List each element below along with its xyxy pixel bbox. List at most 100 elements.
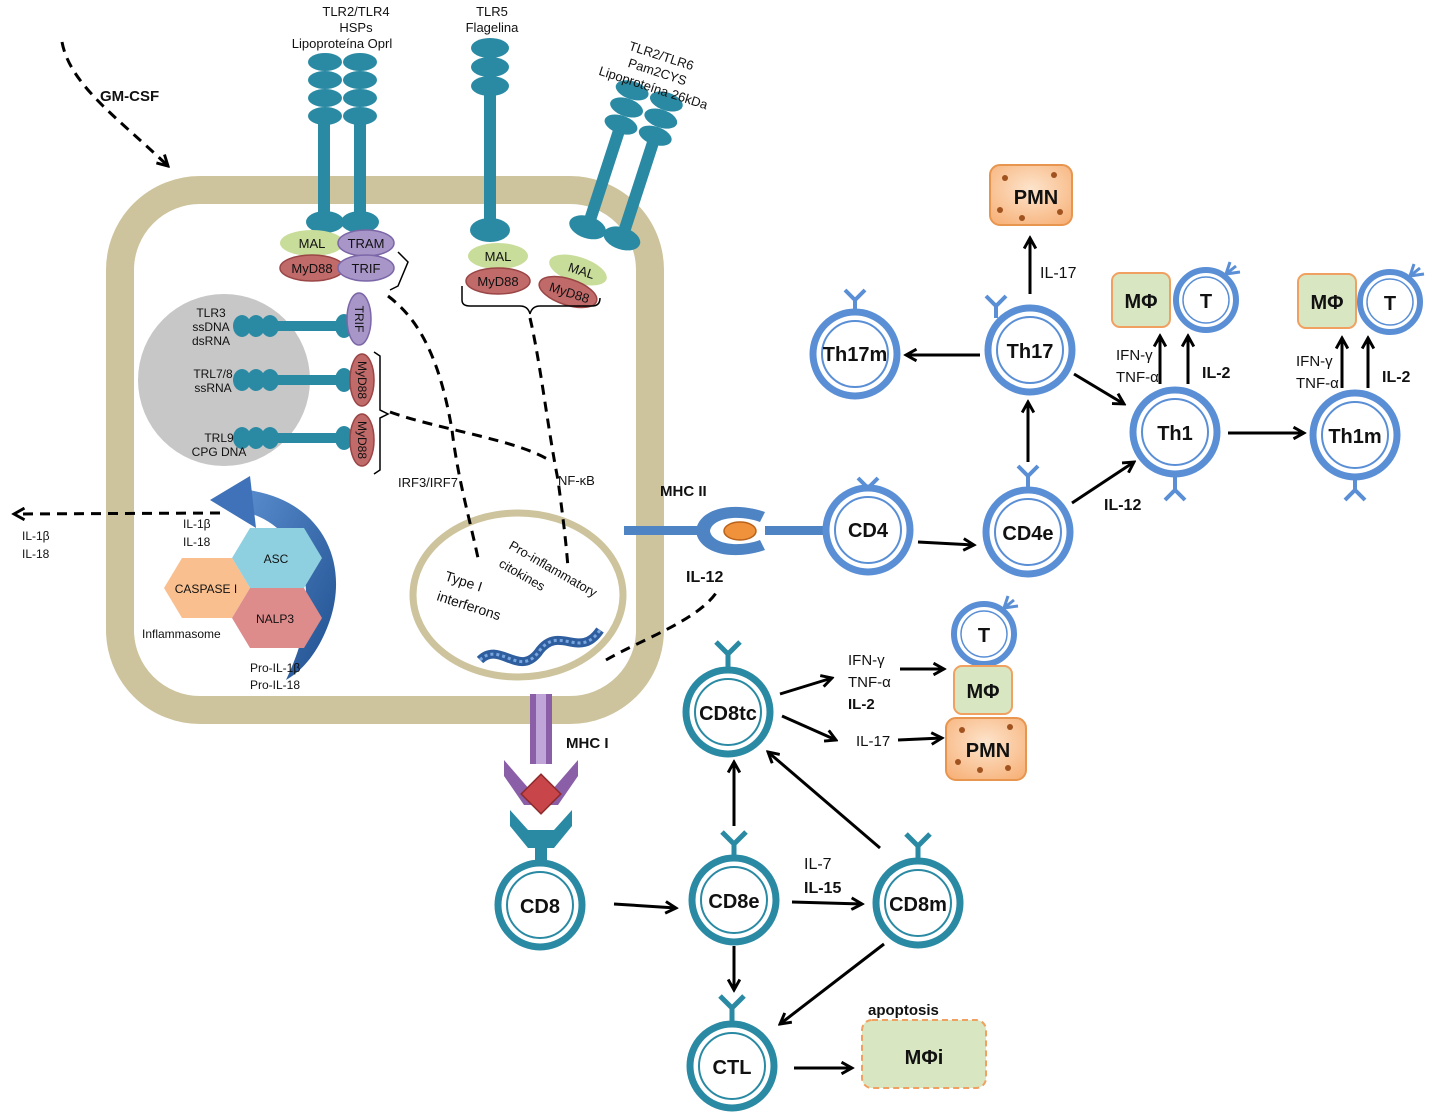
pro-il18-label: Pro-IL-18 xyxy=(250,678,300,692)
tlr9-receptor xyxy=(233,426,353,450)
curve-arrowhead xyxy=(210,476,256,528)
inflammasome-label: Inflammasome xyxy=(142,627,221,641)
tlr24-line3: Lipoproteína Oprl xyxy=(292,36,393,51)
trif-adaptor-1 xyxy=(337,254,395,282)
tlr78-line1: TRL7/8 xyxy=(193,367,233,381)
pmn-2: PMN xyxy=(945,717,1027,781)
pro-il1b-label: Pro-IL-1β xyxy=(250,661,300,675)
il12-dc-label: IL-12 xyxy=(686,569,723,586)
nucleus xyxy=(409,509,627,681)
macrophage-3: MΦ xyxy=(953,665,1013,715)
tlr5-line2: Flagelina xyxy=(466,20,520,35)
ifng-label-2: IFN-γ xyxy=(1296,353,1333,370)
th1-label: Th1 xyxy=(1157,423,1193,445)
il17-label-1: IL-17 xyxy=(1040,265,1077,282)
mhc1-antigen xyxy=(520,773,562,815)
irf-label: IRF3/IRF7 xyxy=(398,475,458,490)
t-label-3: T xyxy=(978,625,990,647)
cd4-label: CD4 xyxy=(848,520,889,542)
ctl-cell: CTL xyxy=(686,994,778,1112)
cd8e-label: CD8e xyxy=(708,891,759,913)
myd88-adaptor-5 xyxy=(349,413,375,467)
tlr3-line1: TLR3 xyxy=(196,306,226,320)
asc-label: ASC xyxy=(264,552,289,566)
bracket-1 xyxy=(389,251,409,291)
myd88-label-5: MyD88 xyxy=(355,421,369,459)
endosome xyxy=(138,294,310,466)
pmn-label-1: PMN xyxy=(1014,187,1058,209)
tram-label: TRAM xyxy=(348,236,385,251)
tnfa-label-3: TNF-α xyxy=(848,674,891,691)
tlr5-receptor xyxy=(470,38,510,242)
dendritic-cell-membrane xyxy=(106,176,664,724)
pmn-label-2: PMN xyxy=(966,740,1010,762)
myd88-adaptor-3 xyxy=(538,275,598,309)
il2-label-1: IL-2 xyxy=(1202,365,1231,382)
tlr9-line1: TRL9 xyxy=(204,431,234,445)
mal-adaptor-1 xyxy=(280,230,344,256)
cd8tc-label: CD8tc xyxy=(699,703,757,725)
mphi-label-1: MΦ xyxy=(1124,291,1157,313)
myd88-adaptor-4 xyxy=(349,353,375,407)
mal-adaptor-2 xyxy=(468,243,528,269)
mhc1-label: MHC I xyxy=(566,735,609,752)
myd88-label-4: MyD88 xyxy=(355,361,369,399)
nfkb-signal-line xyxy=(528,317,570,569)
tlr2-tlr4-receptor xyxy=(306,53,379,233)
t-label-1: T xyxy=(1200,291,1212,313)
tlr78-receptor xyxy=(233,368,353,392)
gmcsf-arrow xyxy=(60,41,168,166)
macrophage-1: MΦ xyxy=(1111,272,1171,328)
tcr-receptor-cd8 xyxy=(510,810,572,848)
trif-adaptor-2 xyxy=(346,292,372,346)
th17-cell: Th17 xyxy=(984,294,1076,396)
mhc1-stalk-inner xyxy=(536,694,546,764)
bracket-2 xyxy=(461,286,601,315)
cd8-cell: CD8 xyxy=(494,859,586,951)
tnfa-label-2: TNF-α xyxy=(1296,375,1339,392)
il12-label-th1: IL-12 xyxy=(1104,497,1141,514)
cd4-cell: CD4 xyxy=(822,476,914,576)
cd8-label: CD8 xyxy=(520,896,560,918)
th17-label: Th17 xyxy=(1007,341,1054,363)
ifng-label-1: IFN-γ xyxy=(1116,347,1153,364)
ctl-label: CTL xyxy=(713,1057,752,1079)
tlr78-line2: ssRNA xyxy=(194,381,231,395)
tcr-stalk xyxy=(765,526,827,535)
caspase-label: CASPASE I xyxy=(175,582,237,596)
tlr2-tlr6-receptor xyxy=(569,80,683,251)
cd4e-label: CD4e xyxy=(1002,523,1053,545)
pathway-arrows xyxy=(613,238,1368,1068)
macrophage-2: MΦ xyxy=(1297,273,1357,329)
mhc2-groove xyxy=(696,506,765,556)
th17m-label: Th17m xyxy=(823,344,887,366)
myd88-label-2: MyD88 xyxy=(477,274,518,289)
cd8tc-cell: CD8tc xyxy=(682,640,774,758)
th1-cell: Th1 xyxy=(1129,386,1221,502)
th17m-cell: Th17m xyxy=(809,288,901,400)
cd8m-cell: CD8m xyxy=(872,832,964,949)
il18-inner-label: IL-18 xyxy=(183,535,211,549)
myd88-label-1: MyD88 xyxy=(291,261,332,276)
trif-label-2: TRIF xyxy=(352,306,366,333)
cd8m-label: CD8m xyxy=(889,894,947,916)
cd8e-cell: CD8e xyxy=(688,830,780,946)
il17-label-2: IL-17 xyxy=(856,733,890,750)
tlr24-line1: TLR2/TLR4 xyxy=(322,4,389,19)
il7-label: IL-7 xyxy=(804,856,832,873)
mal-label-1: MAL xyxy=(299,236,326,251)
inactive-macrophage: MΦi xyxy=(861,1019,987,1089)
bracket-3 xyxy=(373,351,390,475)
il2-label-2: IL-2 xyxy=(1382,369,1411,386)
tlr24-line2: HSPs xyxy=(339,20,373,35)
ifng-label-3: IFN-γ xyxy=(848,652,885,669)
tnfa-label-1: TNF-α xyxy=(1116,369,1159,386)
mal-label-2: MAL xyxy=(485,249,512,264)
t-label-2: T xyxy=(1384,293,1396,315)
cd4e-cell: CD4e xyxy=(982,464,1074,578)
pmn-1: PMN xyxy=(989,164,1073,226)
mphi-label-2: MΦ xyxy=(1310,292,1343,314)
il2-label-3: IL-2 xyxy=(848,696,875,713)
t-cell-1: T xyxy=(1173,261,1241,333)
mhc2-label: MHC II xyxy=(660,483,707,500)
